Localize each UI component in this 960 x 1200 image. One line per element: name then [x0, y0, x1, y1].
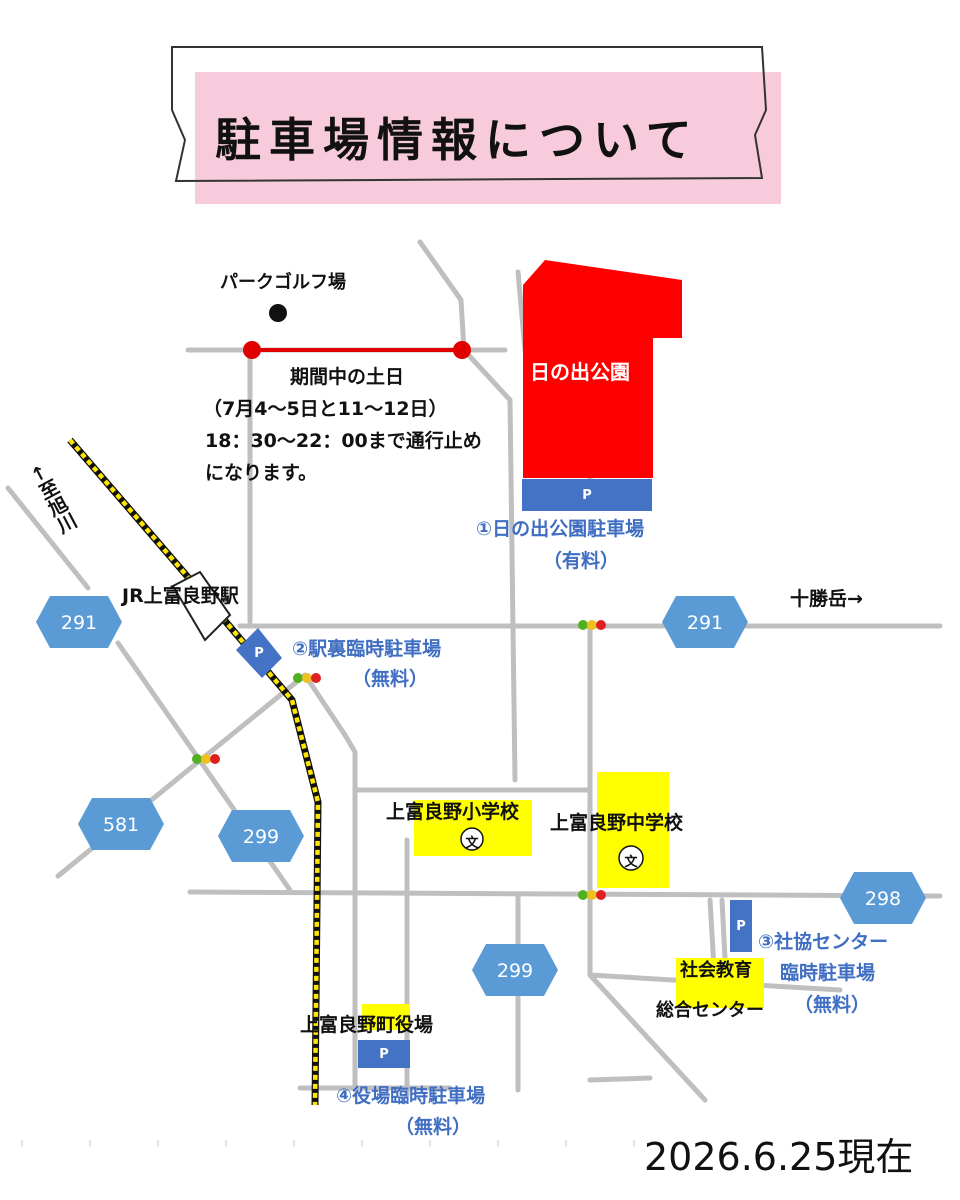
town-hall-label: 上富良野町役場 — [300, 1014, 434, 1036]
park-golf-label: パークゴルフ場 — [220, 272, 346, 293]
route-298-shield — [840, 872, 926, 924]
title-banner-bg — [195, 72, 781, 204]
junior-high-school-symbol — [618, 845, 644, 871]
parking-1-name: ①日の出公園駐車場 — [476, 518, 645, 540]
junior-high-school-label: 上富良野中学校 — [550, 812, 684, 834]
route-298-number: 298 — [864, 888, 902, 910]
junior-high-school-symbol-text: 文 — [624, 855, 638, 870]
elementary-school-symbol-text: 文 — [465, 836, 479, 851]
route-shields — [36, 596, 926, 996]
closure-end-marker — [453, 341, 471, 359]
traffic-signal-4 — [578, 890, 606, 900]
parking-3-name: ③社協センター — [758, 931, 889, 953]
social-education-center-line-1: 社会教育 — [680, 960, 752, 981]
closure-note-line-2: （7月4～5日と11～12日） — [203, 398, 448, 420]
parking-3-symbol: P — [736, 919, 746, 934]
route-291-west-shield — [36, 596, 122, 648]
to-tokachidake-label: 十勝岳→ — [790, 588, 863, 610]
parking-2-fee: （無料） — [352, 668, 429, 690]
route-299-south-number: 299 — [496, 960, 534, 982]
parking-box-3 — [730, 900, 752, 952]
road-network — [5, 239, 943, 1103]
closure-note-line-1: 期間中の土日 — [290, 366, 405, 388]
parking-3-name-line-2: 臨時駐車場 — [780, 962, 876, 984]
hinode-park-label: 日の出公園 — [530, 360, 630, 384]
route-299-west-number: 299 — [242, 826, 280, 848]
as-of-date: 2026.6.25現在 — [644, 1135, 914, 1179]
social-education-center-area — [676, 958, 764, 1008]
hinode-park-area — [523, 260, 682, 478]
route-291-east-number: 291 — [686, 612, 724, 634]
route-581-shield — [78, 798, 164, 850]
station-label: JR上富良野駅 — [122, 585, 239, 607]
social-education-center-line-2: 総合センター — [656, 1000, 764, 1021]
town-hall-area — [362, 1004, 410, 1030]
route-299-west-shield — [218, 810, 304, 862]
railway-dashes — [68, 438, 321, 1106]
parking-4-symbol: P — [379, 1047, 389, 1062]
closure-start-marker — [243, 341, 261, 359]
route-291-west-number: 291 — [60, 612, 98, 634]
station-icon — [171, 570, 232, 642]
closure-note-line-3: 18：30～22：00まで通行止め — [205, 430, 482, 452]
parking-box-4 — [358, 1040, 410, 1068]
parking-3-fee: （無料） — [794, 994, 871, 1016]
elementary-school-symbol — [460, 827, 484, 851]
parking-4-name: ④役場臨時駐車場 — [336, 1085, 486, 1107]
page-title: 駐車場情報について — [215, 113, 700, 167]
parking-1-symbol: P — [582, 488, 592, 503]
bottom-ticks — [21, 1140, 635, 1147]
route-291-east-shield — [662, 596, 748, 648]
parking-box-2 — [236, 628, 282, 678]
traffic-signals — [192, 620, 606, 900]
railway-line — [67, 437, 322, 1106]
park-golf-marker — [269, 304, 287, 322]
closure-note-line-4: になります。 — [205, 462, 318, 484]
route-581-number: 581 — [102, 814, 140, 836]
route-299-south-shield — [472, 944, 558, 996]
traffic-signal-2 — [293, 673, 321, 683]
parking-2-symbol: P — [254, 646, 264, 661]
parking-4-fee: （無料） — [395, 1116, 472, 1138]
elementary-school-label: 上富良野小学校 — [386, 801, 520, 823]
parking-1-fee: （有料） — [543, 550, 620, 572]
parking-2-name: ②駅裏臨時駐車場 — [292, 638, 442, 660]
parking-box-1 — [522, 479, 652, 511]
title-frame — [171, 46, 768, 183]
traffic-signal-1 — [578, 620, 606, 630]
traffic-signal-3 — [192, 754, 220, 764]
